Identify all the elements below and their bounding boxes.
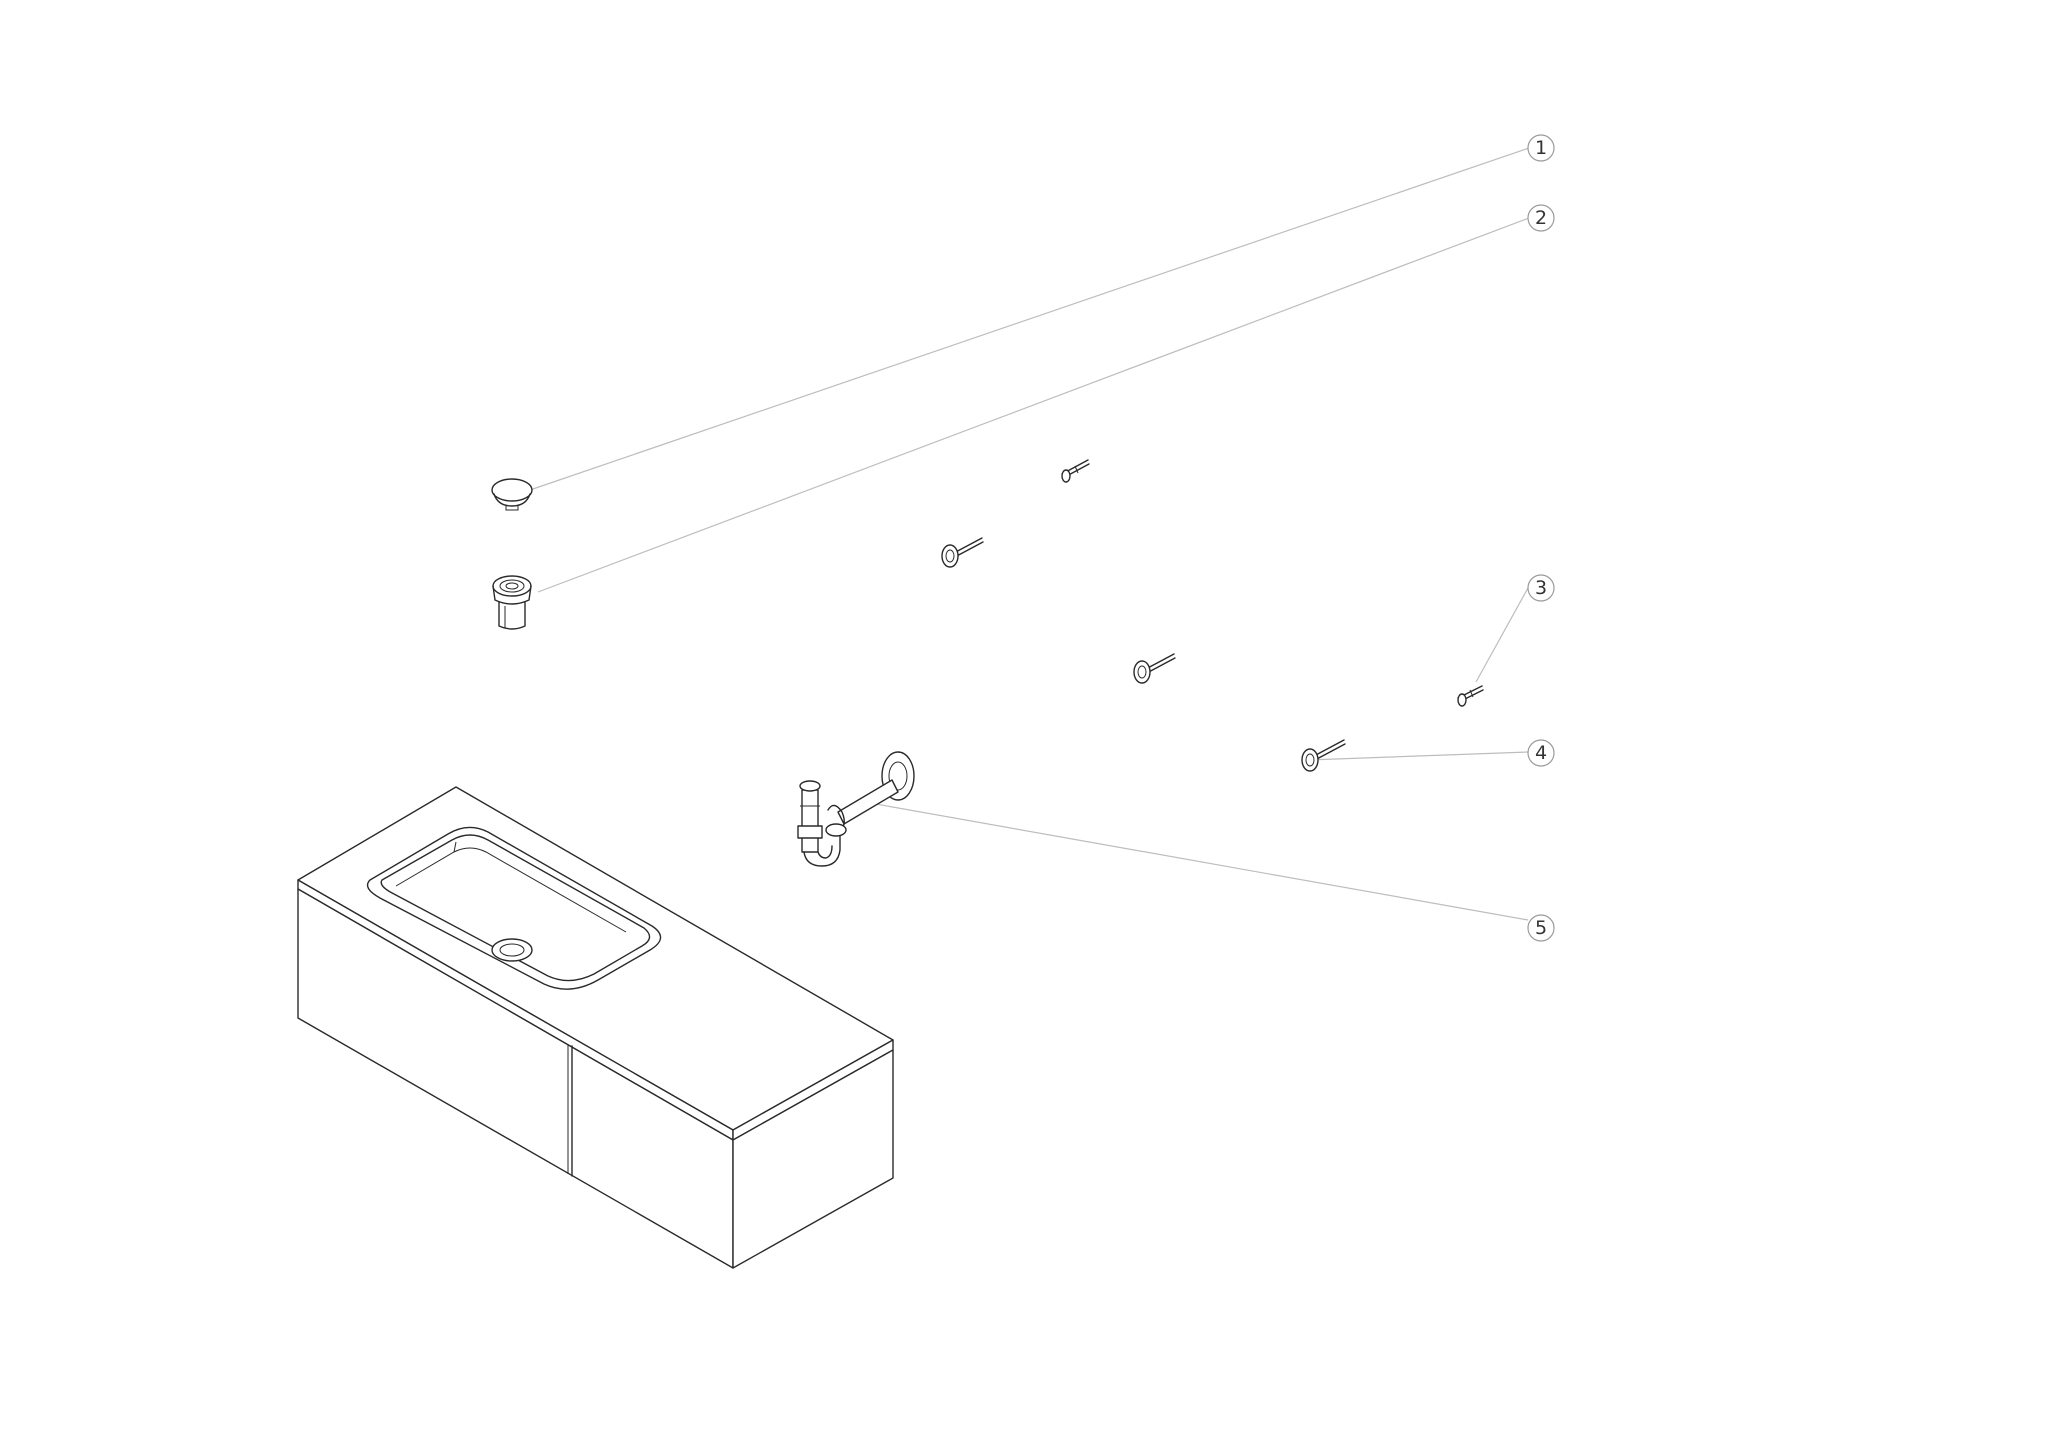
callout-5: 5	[1527, 914, 1555, 942]
callout-number-2: 2	[1535, 207, 1547, 229]
part-drain-waste-fitting	[492, 575, 532, 630]
part-wall-anchor-bolt-c	[1133, 653, 1176, 684]
leader-line-3	[1475, 587, 1529, 683]
leader-line-4	[1307, 751, 1529, 761]
callout-number-4: 4	[1535, 742, 1547, 764]
part-drain-cap	[491, 478, 533, 511]
part-wall-anchor-bolt	[1301, 739, 1346, 772]
part-wall-anchor-small	[1457, 685, 1484, 707]
basin-drain	[491, 938, 533, 962]
part-wall-anchor-a	[1061, 459, 1090, 483]
callout-1: 1	[1527, 134, 1555, 162]
part-wall-anchor-bolt-b	[941, 537, 984, 568]
vanity-side	[732, 1049, 894, 1269]
callout-number-3: 3	[1535, 577, 1547, 599]
leader-lines	[529, 147, 1530, 921]
leader-line-2	[537, 217, 1530, 593]
part-vanity-unit	[297, 786, 894, 1269]
leader-line-5	[869, 802, 1529, 921]
basin-bowl	[380, 834, 651, 982]
basin-rim	[366, 826, 662, 990]
callout-number-5: 5	[1535, 917, 1547, 939]
callout-3: 3	[1527, 574, 1555, 602]
leader-line-1	[529, 147, 1530, 491]
callout-4: 4	[1527, 739, 1555, 767]
callout-2: 2	[1527, 204, 1555, 232]
part-siphon-trap	[797, 751, 915, 867]
callout-number-1: 1	[1535, 137, 1547, 159]
